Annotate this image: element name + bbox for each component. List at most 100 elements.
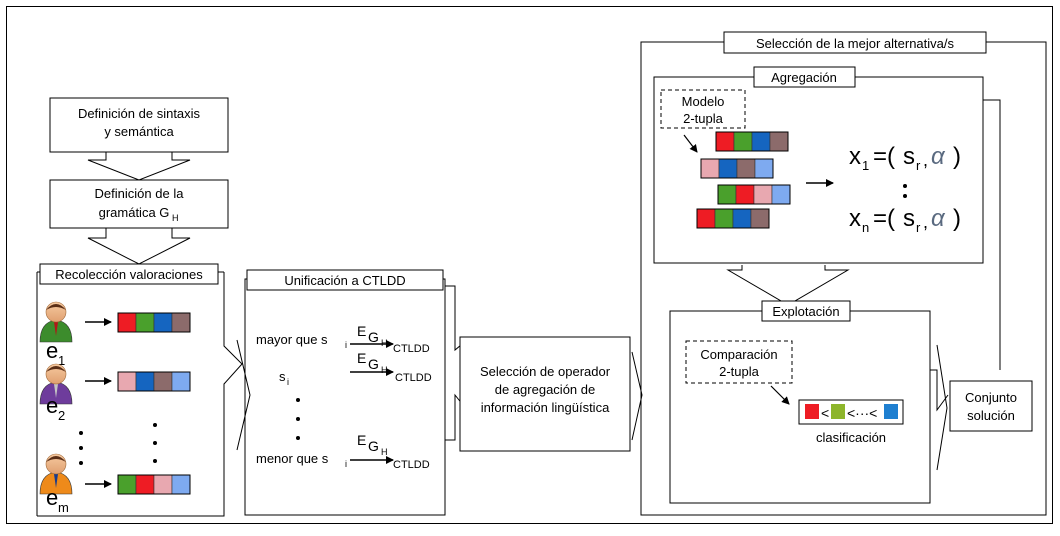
bar-cell [696,208,716,229]
unif-row2-G: G [368,356,379,372]
ranking-cell [884,404,898,419]
operator-line2: de agregación de [495,382,595,397]
unif-row2-H: H [381,365,388,375]
bar-cell [753,184,773,205]
bar-cell [732,208,752,229]
grammar-line2: gramática G [99,205,170,220]
ranking-label: clasificación [816,430,886,445]
bar-cell [736,158,756,179]
aggregation-panel: Agregación Modelo 2-tupla [653,66,984,264]
arrow-exploitation-solution [936,344,948,471]
formula-x1-comma: , [923,150,928,170]
ranking-cell [805,404,819,419]
expert-label: e [46,485,58,510]
bar-cell [135,474,155,495]
bar-cell [735,184,755,205]
expert-sub: m [58,500,69,515]
unif-row1-target: CTLDD [393,343,430,355]
formula-dots [903,184,907,198]
formula-xn-close: ) [953,205,961,232]
formula-xn: x n =( s r , α ) [849,205,961,235]
collection-panel: Recolección valoraciones [36,263,243,517]
ranking-dots: <···< [847,405,877,421]
bar-cell [771,184,791,205]
unif-row3-label: menor que s [256,451,329,466]
bar-cell [153,371,173,392]
syntax-line1: Definición de sintaxis [78,106,201,121]
collection-title: Recolección valoraciones [55,267,203,282]
solution-line2: solución [967,408,1015,423]
bar-cell [171,312,191,333]
formula-x1-sub: 1 [862,158,869,173]
best-title: Selección de la mejor alternativa/s [756,36,954,51]
expert-icon [39,363,73,405]
formula-xn-s: s [903,205,915,232]
comparison-line1: Comparación [700,347,777,362]
bar-cell [769,131,789,152]
bar-cell [135,312,155,333]
arrow-operator-best [631,351,643,441]
formula-xn-eq: =( [873,205,895,232]
unif-row2-label: s [279,369,286,384]
expert-sub: 2 [58,408,65,423]
formula-xn-x: x [849,205,861,232]
down-arrow-1 [87,151,191,181]
bar-cell [718,158,738,179]
bar-cell [754,158,774,179]
bar-cell [153,312,173,333]
grammar-sub: H [172,213,179,223]
aggregation-bars [696,131,791,229]
unif-row3-sub: i [345,459,347,469]
ranking-less: < [821,405,829,421]
formula-x1-r: r [916,158,921,173]
bar-cell [733,131,753,152]
formula-x1-alpha: α [931,143,946,170]
operator-line1: Selección de operador [480,364,611,379]
formula-x1-x: x [849,143,861,170]
unification-panel: Unificación a CTLDD [244,269,468,516]
bar-cell [117,371,137,392]
collection-dots [79,423,157,465]
comparison-line2: 2-tupla [719,364,760,379]
aggregation-bar [715,131,789,152]
expert-rating-bar [117,312,191,333]
grammar-line1: Definición de la [95,186,185,201]
bar-cell [717,184,737,205]
bar-cell [171,474,191,495]
expert-rating-bar [117,474,191,495]
model-line1: Modelo [682,94,725,109]
unification-rows: mayor que s i E G H CTLDD s i E G H CTLD… [256,323,432,471]
unif-row3-E: E [357,432,366,448]
model-line2: 2-tupla [683,111,724,126]
bar-cell [171,371,191,392]
model-box [660,89,746,129]
aggregation-title: Agregación [771,70,837,85]
syntax-semantics-box: Definición de sintaxis y semántica [49,97,229,153]
expert-icon [39,301,73,343]
ranking-sequence: < <···< [805,404,898,421]
expert-label: e [46,338,58,363]
bar-cell [135,371,155,392]
solution-box: Conjunto solución [949,380,1033,432]
formula-xn-comma: , [923,212,928,232]
expert-rating-bar [117,371,191,392]
expert-sub: 1 [58,353,65,368]
outer-frame [6,6,1053,524]
aggregation-bar [700,158,774,179]
solution-line1: Conjunto [965,390,1017,405]
formula-xn-alpha: α [931,205,946,232]
formula-x1-s: s [903,143,915,170]
bar-cell [714,208,734,229]
aggregation-bar [696,208,770,229]
bar-cell [750,208,770,229]
formula-xn-r: r [916,220,921,235]
exploitation-title: Explotación [772,304,839,319]
exploitation-panel: Explotación Comparación 2-tupla clasific… [669,300,949,504]
unif-row2-target: CTLDD [395,372,432,384]
unif-row2-E: E [357,350,366,366]
operator-box: Selección de operador de agregación de i… [459,336,631,452]
operator-line3: información lingüística [481,400,610,415]
